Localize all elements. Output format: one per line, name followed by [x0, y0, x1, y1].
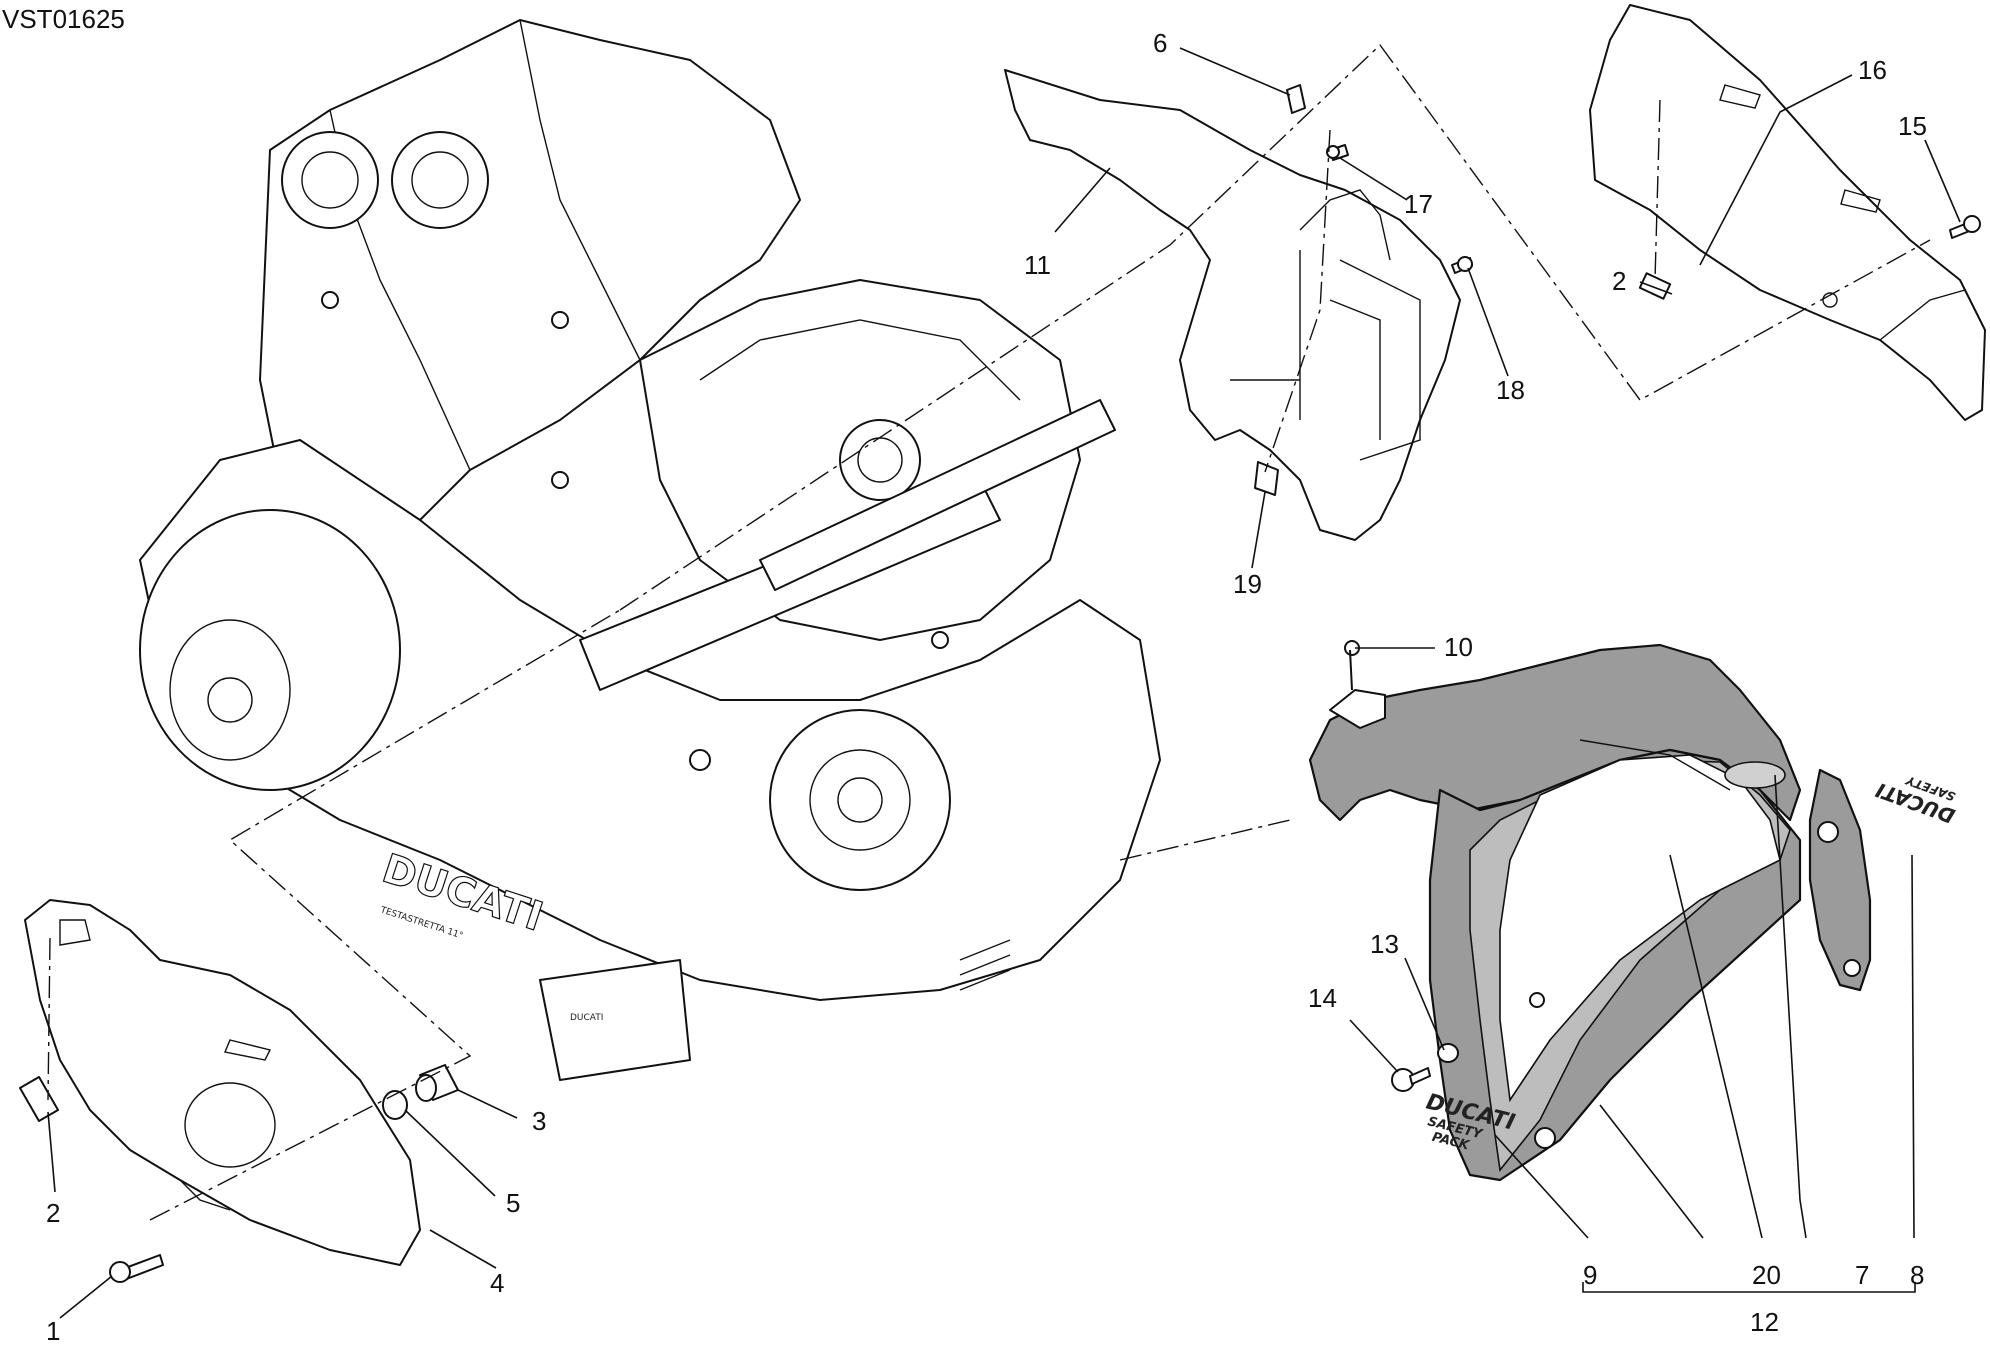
callout-3: 3	[532, 1106, 546, 1136]
callout-20: 20	[1752, 1260, 1781, 1290]
callout-10: 10	[1444, 632, 1473, 662]
assembly-lines	[47, 43, 1931, 1221]
leader-lines	[47, 47, 1961, 1319]
side-decal: DUCATI SAFETY	[1872, 773, 1958, 829]
drawing-code: VST01625	[2, 4, 125, 34]
oil-filter-marking: DUCATI	[570, 1013, 603, 1023]
callout-13: 13	[1370, 929, 1399, 959]
callout-12: 12	[1750, 1307, 1779, 1337]
callout-18: 18	[1496, 375, 1525, 405]
callout-1: 1	[46, 1316, 60, 1346]
upper-belt-cover	[1004, 69, 1473, 541]
engine-assembly: DUCATI DUCATI TESTASTRETTA 11°	[139, 19, 1161, 1081]
callout-7: 7	[1855, 1260, 1869, 1290]
callout-2-right: 2	[1612, 266, 1626, 296]
callout-11: 11	[1024, 250, 1051, 280]
right-upper-cover	[1589, 4, 1986, 421]
front-mudguard: DUCATI SAFETY PACK DUCATI SAFETY	[1308, 640, 1958, 1182]
callout-5: 5	[506, 1188, 520, 1218]
callout-numbers: 1 2 3 4 5 6 7 8 9 10 11 12 13 14 15 16 1…	[46, 28, 1927, 1346]
lower-belt-cover	[18, 899, 459, 1283]
callout-14: 14	[1308, 983, 1337, 1013]
callout-16: 16	[1858, 55, 1887, 85]
callout-8: 8	[1910, 1260, 1924, 1290]
callout-2-left: 2	[46, 1198, 60, 1228]
callout-9: 9	[1583, 1260, 1597, 1290]
callout-17: 17	[1404, 189, 1433, 219]
callout-15: 15	[1898, 111, 1927, 141]
callout-19: 19	[1233, 569, 1262, 599]
callout-4: 4	[490, 1268, 504, 1298]
callout-6: 6	[1153, 28, 1167, 58]
